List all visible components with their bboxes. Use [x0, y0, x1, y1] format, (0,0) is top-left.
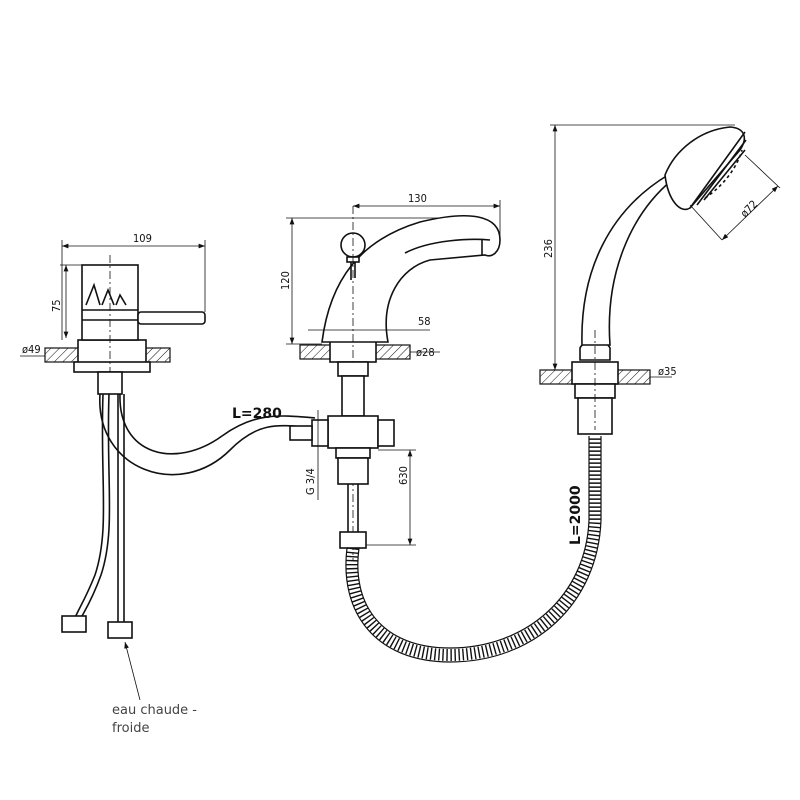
dim-shower-height: 236 — [542, 239, 555, 258]
dim-mixer-height: 75 — [50, 299, 63, 312]
dim-spout-base-diameter: ø28 — [416, 346, 435, 359]
mixer-dimension-lines — [20, 240, 206, 357]
dim-mixer-width: 109 — [133, 232, 152, 245]
dim-spout-height: 120 — [279, 271, 292, 290]
note-line-2: froide — [112, 721, 150, 736]
shower-dimension-lines — [550, 124, 781, 378]
hand-shower — [539, 126, 747, 435]
label-shower-hose-length: L=2000 — [568, 485, 584, 545]
dim-spout-base-width: 58 — [418, 315, 431, 328]
dim-spout-reach: 130 — [408, 192, 427, 205]
spout-dimension-lines — [286, 200, 501, 546]
note-line-1: eau chaude - — [112, 703, 198, 718]
dim-valve-drop: 630 — [397, 466, 410, 485]
label-connection-hose-length: L=280 — [232, 406, 282, 422]
supply-hoses — [61, 393, 133, 639]
dim-mixer-base-diameter: ø49 — [22, 343, 41, 356]
mixer-body — [44, 255, 206, 395]
spout — [299, 206, 501, 560]
connection-hose — [99, 393, 316, 476]
shower-hose — [345, 436, 602, 663]
diverter-valve — [289, 361, 395, 549]
dim-shower-base-diameter: ø35 — [658, 365, 677, 378]
dim-thread: G 3/4 — [304, 468, 317, 495]
hot-cold-water-note: eau chaude - froide — [112, 702, 197, 738]
note-pointer-arrow — [124, 641, 141, 701]
dim-shower-head-diameter: ø72 — [738, 198, 760, 220]
